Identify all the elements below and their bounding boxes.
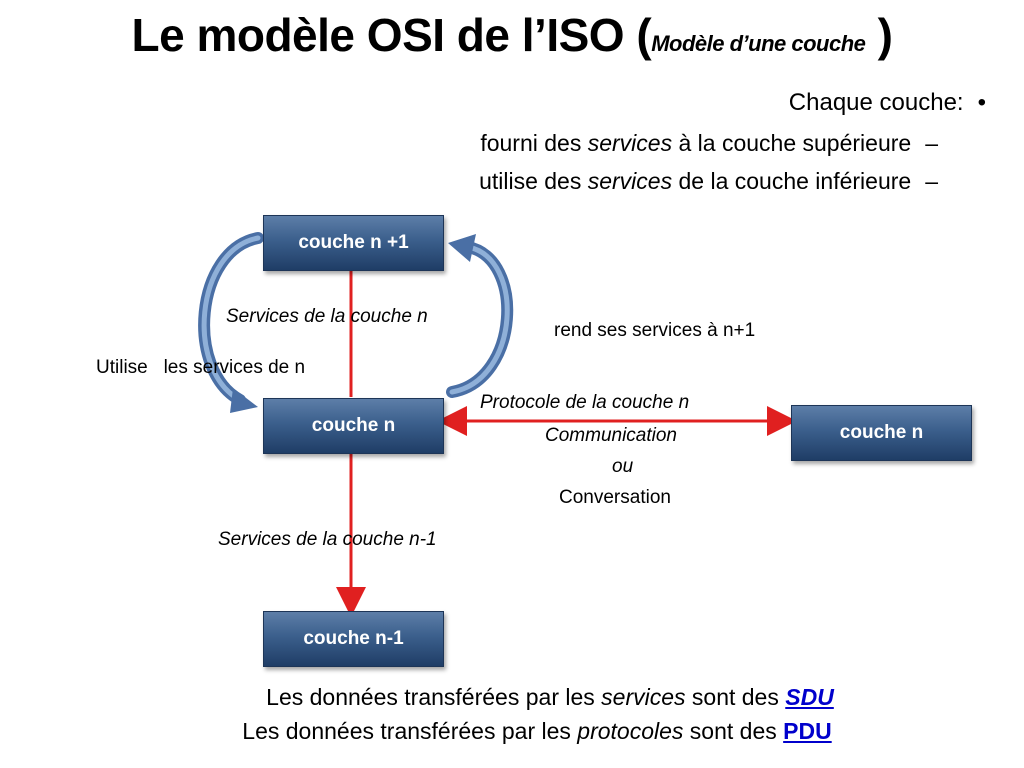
label-ou: ou xyxy=(612,456,634,477)
curved-arrow-right-head-icon xyxy=(448,234,476,262)
title-main: Le modèle OSI de l’ISO ( xyxy=(131,9,652,61)
box-couche-n-plus-1: couche n +1 xyxy=(263,215,444,271)
bullet-text: Chaque couche: xyxy=(788,89,964,116)
curved-arrow-left-head-icon xyxy=(230,388,258,413)
label-rend-services: rend ses services à n+1 xyxy=(554,320,756,341)
pdu-link[interactable]: PDU xyxy=(783,718,832,744)
sub-point-2-suffix: de la couche inférieure xyxy=(672,168,912,194)
footer-1-prefix: Les données transférées par les xyxy=(266,684,602,710)
sdu-link[interactable]: SDU xyxy=(785,684,834,710)
footer-sdu-line: Les données transférées par les services… xyxy=(0,684,1024,711)
dash-icon: – xyxy=(925,168,938,194)
label-utilise: Utilise les services de n xyxy=(96,357,306,378)
label-communication: Communication xyxy=(545,425,677,446)
title-close: ) xyxy=(865,9,893,61)
bullet-heading: Chaque couche: • xyxy=(789,89,986,117)
footer-1-italic: services xyxy=(601,684,686,710)
sub-point-2-prefix: utilise des xyxy=(479,168,588,194)
label-services-n-minus-1: Services de la couche n-1 xyxy=(218,529,437,550)
label-protocole: Protocole de la couche n xyxy=(480,392,690,413)
dash-icon: – xyxy=(925,130,938,156)
slide-title: Le modèle OSI de l’ISO (Modèle d’une cou… xyxy=(0,8,1024,62)
label-conversation: Conversation xyxy=(559,487,671,508)
sub-point-1-prefix: fourni des xyxy=(480,130,588,156)
footer-2-italic: protocoles xyxy=(577,718,684,744)
sub-point-uses: utilise des services de la couche inféri… xyxy=(479,168,938,195)
bullet-icon: • xyxy=(977,89,986,116)
footer-1-mid: sont des xyxy=(685,684,786,710)
footer-pdu-line: Les données transférées par les protocol… xyxy=(0,718,1024,745)
footer-2-mid: sont des xyxy=(683,718,784,744)
sub-point-1-italic: services xyxy=(587,130,673,156)
box-couche-n: couche n xyxy=(263,398,444,454)
sub-point-2-italic: services xyxy=(587,168,673,194)
label-services-n: Services de la couche n xyxy=(226,306,428,327)
box-couche-n-peer: couche n xyxy=(791,405,972,461)
box-couche-n-minus-1: couche n-1 xyxy=(263,611,444,667)
sub-point-1-suffix: à la couche supérieure xyxy=(672,130,912,156)
footer-2-prefix: Les données transférées par les xyxy=(242,718,578,744)
title-subtitle: Modèle d’une couche xyxy=(651,31,866,56)
sub-point-provides: fourni des services à la couche supérieu… xyxy=(480,130,938,157)
